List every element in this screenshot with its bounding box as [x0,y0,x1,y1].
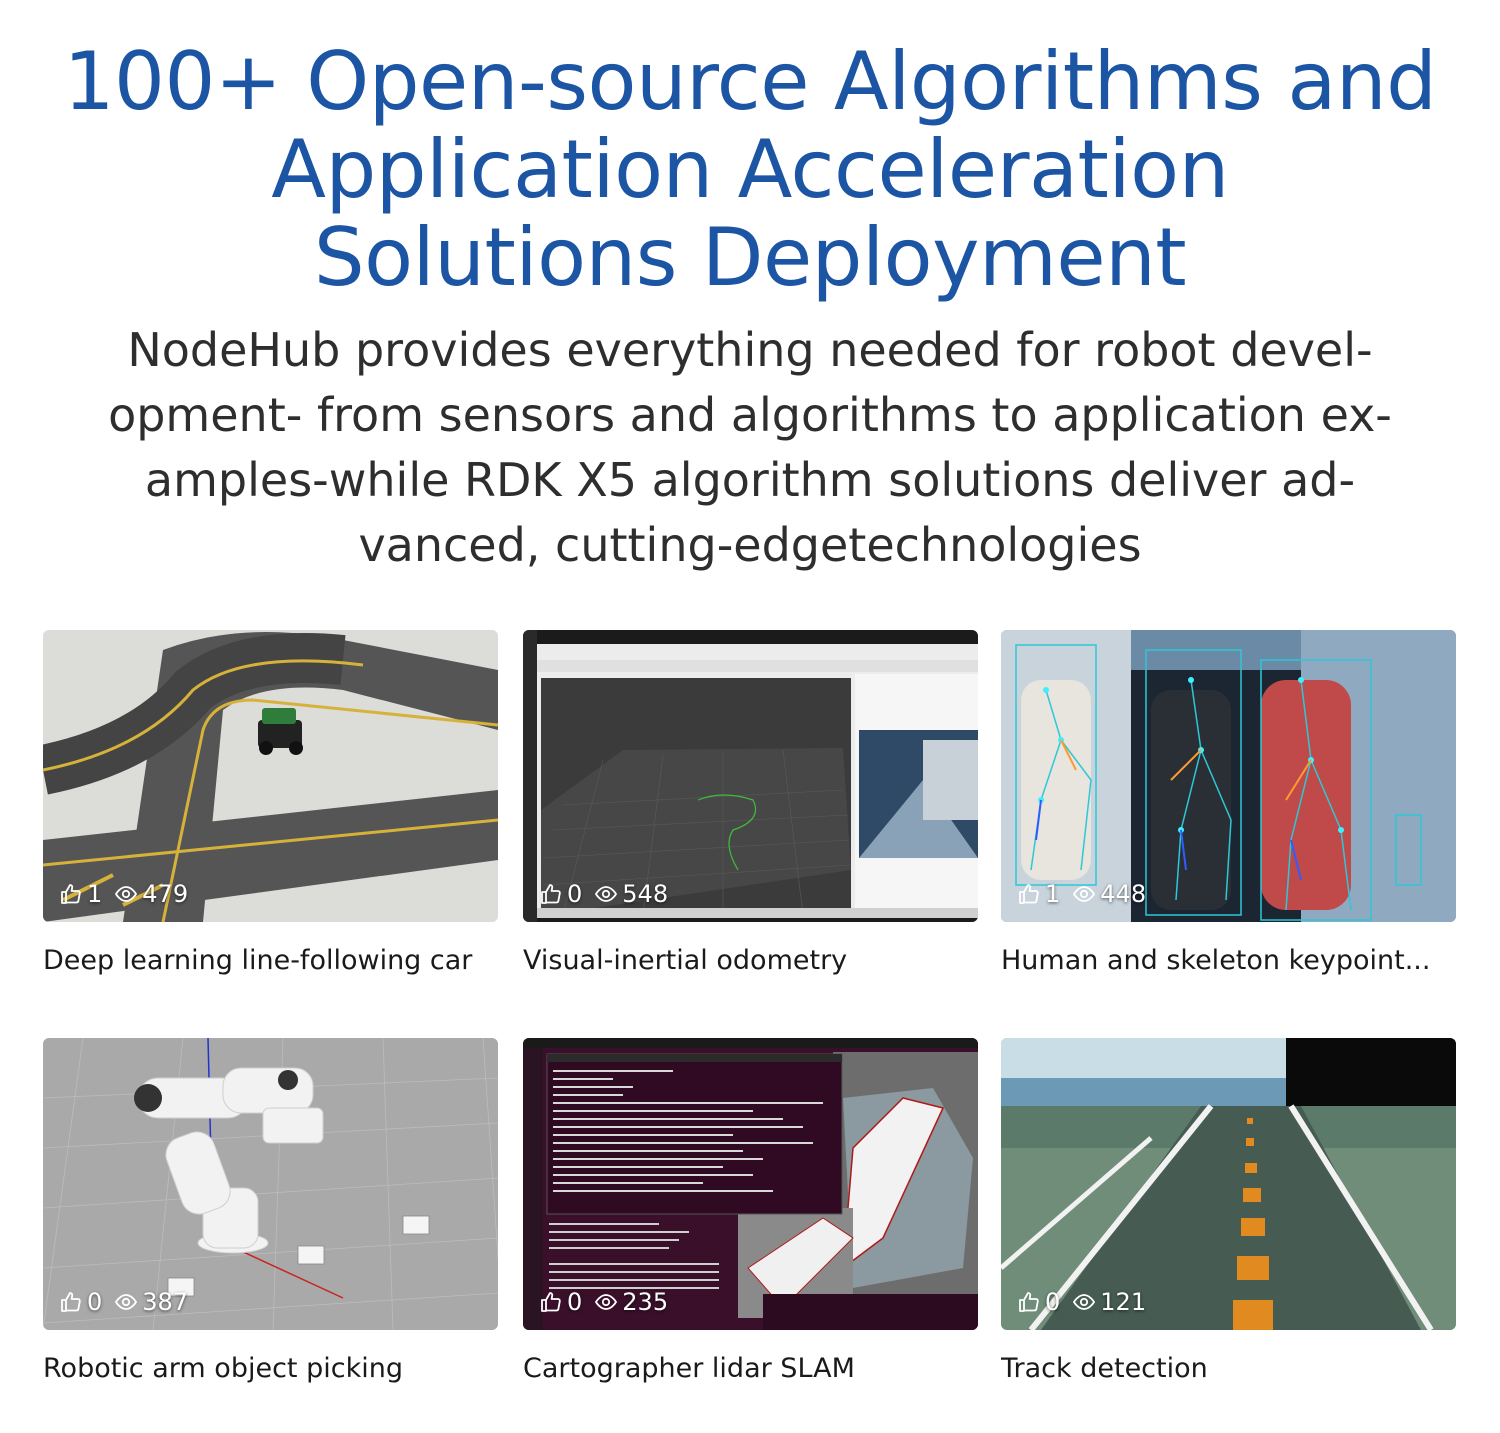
card-line-following-car[interactable]: 1 479 Deep learning line-following car [43,630,498,978]
card-stats: 0 121 [1017,1288,1158,1316]
view-count: 235 [622,1288,669,1316]
like-count: 0 [567,880,583,908]
card-robotic-arm-object-picking[interactable]: 0 387 Robotic arm object picking [43,1038,498,1386]
thumbs-up-icon[interactable] [1017,1290,1041,1314]
subtitle-line-1: NodeHub provides everything needed for r… [127,323,1373,377]
eye-icon [1072,882,1096,906]
card-thumbnail[interactable]: 0 387 [43,1038,498,1330]
view-count: 121 [1100,1288,1147,1316]
card-title[interactable]: Cartographer lidar SLAM [523,1353,855,1384]
track-simulation-image [1001,1038,1456,1330]
like-count: 0 [1045,1288,1061,1316]
title-line-3: Solutions Deployment [313,211,1187,304]
card-title[interactable]: Deep learning line-following car [43,945,473,976]
card-visual-inertial-odometry[interactable]: 0 548 Visual-inertial odometry [523,630,978,978]
line-following-car-image [43,630,498,922]
card-thumbnail[interactable]: 0 121 [1001,1038,1456,1330]
like-count: 0 [87,1288,103,1316]
terminal-slam-screenshot-image [523,1038,978,1330]
card-thumbnail[interactable]: 0 548 [523,630,978,922]
thumbs-up-icon[interactable] [1017,882,1041,906]
thumbs-up-icon[interactable] [539,1290,563,1314]
card-title[interactable]: Human and skeleton keypoint... [1001,945,1431,976]
eye-icon [114,882,138,906]
card-title[interactable]: Visual-inertial odometry [523,945,848,976]
thumbs-up-icon[interactable] [539,882,563,906]
eye-icon [114,1290,138,1314]
title-line-2: Application Acceleration [271,123,1229,216]
skeleton-detection-image [1001,630,1456,922]
card-human-skeleton-keypoint[interactable]: 1 448 Human and skeleton keypoint... [1001,630,1456,978]
card-title[interactable]: Robotic arm object picking [43,1353,403,1384]
like-count: 1 [1045,880,1061,908]
rviz-screenshot-image [523,630,978,922]
view-count: 479 [142,880,189,908]
subtitle-line-4: vanced, cutting-edgetechnologies [358,518,1142,572]
card-thumbnail[interactable]: 1 479 [43,630,498,922]
card-stats: 0 548 [539,880,680,908]
title-line-1: 100+ Open-source Algorithms and [63,35,1437,128]
card-stats: 0 387 [59,1288,200,1316]
like-count: 0 [567,1288,583,1316]
card-title[interactable]: Track detection [1001,1353,1208,1384]
card-stats: 1 448 [1017,880,1158,908]
thumbs-up-icon[interactable] [59,1290,83,1314]
page-subtitle: NodeHub provides everything needed for r… [100,318,1400,578]
card-track-detection[interactable]: 0 121 Track detection [1001,1038,1456,1386]
view-count: 448 [1100,880,1147,908]
view-count: 548 [622,880,669,908]
card-thumbnail[interactable]: 1 448 [1001,630,1456,922]
view-count: 387 [142,1288,189,1316]
eye-icon [594,1290,618,1314]
like-count: 1 [87,880,103,908]
card-stats: 0 235 [539,1288,680,1316]
robotic-arm-simulation-image [43,1038,498,1330]
card-cartographer-lidar-slam[interactable]: 0 235 Cartographer lidar SLAM [523,1038,978,1386]
page-title: 100+ Open-source Algorithms and Applicat… [40,38,1460,302]
subtitle-line-3: amples-while RDK X5 algorithm solutions … [144,453,1356,507]
eye-icon [594,882,618,906]
thumbs-up-icon[interactable] [59,882,83,906]
subtitle-line-2: opment- from sensors and algorithms to a… [108,388,1392,442]
card-stats: 1 479 [59,880,200,908]
card-thumbnail[interactable]: 0 235 [523,1038,978,1330]
eye-icon [1072,1290,1096,1314]
